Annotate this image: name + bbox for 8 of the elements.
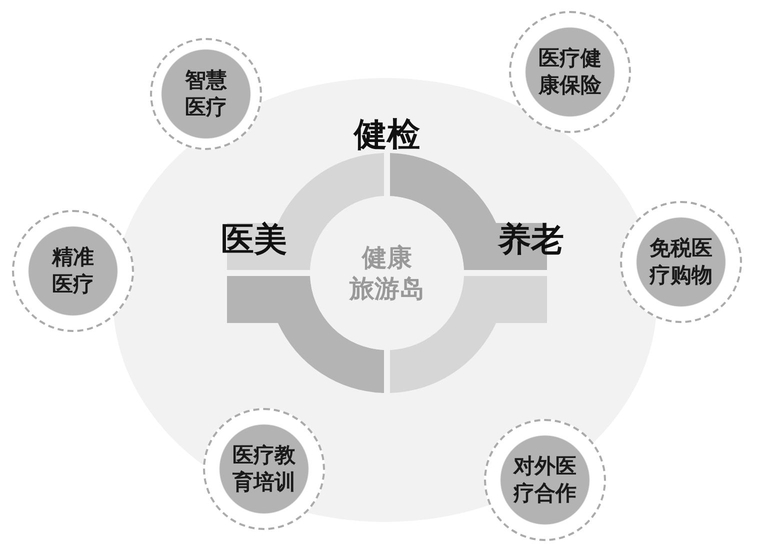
- topic-circle: 智慧医疗: [150, 38, 262, 150]
- segment-label: 健检: [354, 114, 420, 156]
- topic-circle: 对外医疗合作: [484, 419, 606, 541]
- topic-circle: 免税医疗购物: [620, 201, 742, 323]
- topic-circle: 精准医疗: [12, 210, 134, 332]
- segment-label: 医美: [221, 218, 287, 260]
- segment-label: 养老: [498, 218, 564, 260]
- topic-circle: 医疗健康保险: [509, 11, 631, 133]
